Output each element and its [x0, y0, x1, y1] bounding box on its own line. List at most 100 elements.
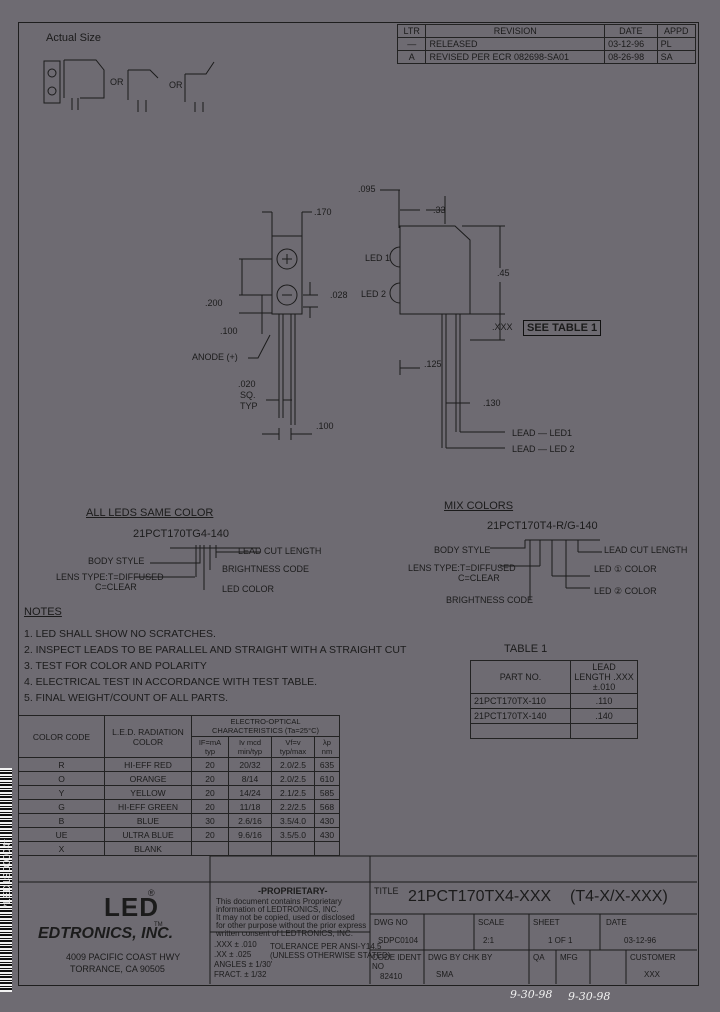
dim-045: .45: [497, 268, 510, 278]
proprietary-line: It may not be copied, used or disclosed: [216, 913, 355, 922]
rev-header: APPD: [656, 24, 697, 38]
sheet-label: SHEET: [533, 918, 560, 927]
sheet: 1 OF 1: [548, 936, 573, 945]
mix-lens-type: LENS TYPE:T=DIFFUSED: [408, 563, 516, 573]
dim-033: .33: [433, 205, 446, 215]
color-table-cell: X: [18, 841, 105, 856]
dim-170: .170: [314, 207, 332, 217]
color-table-cell: 610: [314, 771, 340, 786]
note-item: 3. TEST FOR COLOR AND POLARITY: [24, 660, 207, 672]
or-label-2: OR: [169, 80, 183, 90]
mix-colors-part: 21PCT170T4-R/G-140: [487, 520, 598, 532]
same-body-style: BODY STYLE: [88, 556, 145, 566]
code-ident-label: CODE IDENT NO: [372, 953, 422, 971]
color-table-cell: 568: [314, 799, 340, 814]
color-table-cell: 2.0/2.5: [271, 757, 315, 772]
ct-header-lp: λp nm: [314, 736, 340, 758]
rev-header: DATE: [604, 24, 658, 38]
rev-cell: —: [396, 37, 427, 51]
rev-cell: RELEASED: [425, 37, 606, 51]
color-table-cell: 430: [314, 813, 340, 828]
mix-colors-title: MIX COLORS: [444, 500, 514, 512]
led2-label: LED 2: [361, 289, 387, 299]
proprietary-line: written consent of LEDTRONICS, INC.: [216, 929, 353, 938]
dim-100a: .100: [220, 326, 238, 336]
drawing-title-alt: (T4-X/X-XXX): [570, 888, 668, 905]
title-label: TITLE: [374, 886, 399, 896]
color-table-cell: 430: [314, 827, 340, 842]
same-led-color: LED COLOR: [222, 584, 275, 594]
table1-cell: 21PCT170TX-110: [470, 693, 571, 709]
table1-title: TABLE 1: [504, 643, 548, 655]
rev-header: LTR: [396, 24, 427, 38]
mix-brightness: BRIGHTNESS CODE: [446, 595, 534, 605]
barcode: [0, 768, 12, 992]
ct-header-iv: Iv mcd min/typ: [228, 736, 272, 758]
color-table-cell: 635: [314, 757, 340, 772]
color-table-cell: G: [18, 799, 105, 814]
color-table-cell: 20/32: [228, 757, 272, 772]
rev-cell: REVISED PER ECR 082698-SA01: [425, 50, 606, 64]
dim-028: .028: [330, 290, 348, 300]
mfg-label: MFG: [560, 953, 578, 962]
tol-r2: (UNLESS OTHERWISE STATED): [270, 951, 391, 960]
dim-200: .200: [205, 298, 223, 308]
or-label-1: OR: [110, 77, 124, 87]
color-table-cell: 20: [191, 827, 229, 842]
note-item: 2. INSPECT LEADS TO BE PARALLEL AND STRA…: [24, 644, 407, 656]
signature-2: 9-30-98: [568, 990, 611, 1003]
company-reg: ®: [148, 888, 155, 898]
color-table-cell: [271, 841, 315, 856]
revision-table: LTR REVISION DATE APPD — RELEASED 03-12-…: [396, 24, 697, 64]
color-table-cell: 8/14: [228, 771, 272, 786]
dim-100b: .100: [316, 421, 334, 431]
color-table-cell: 20: [191, 771, 229, 786]
note-item: 4. ELECTRICAL TEST IN ACCORDANCE WITH TE…: [24, 676, 318, 688]
rev-cell: 03-12-96: [604, 37, 658, 51]
ct-header-if: IF=mA typ: [191, 736, 229, 758]
table1-cell: 21PCT170TX-140: [470, 708, 571, 724]
color-table-cell: HI-EFF RED: [104, 757, 192, 772]
code-ident: 82410: [380, 972, 403, 981]
ct-header-eo: ELECTRO-OPTICAL CHARACTERISTICS (Ta=25°C…: [191, 715, 340, 737]
mix-led1-color: LED ① COLOR: [594, 564, 657, 574]
proprietary-line: This document contains Proprietary: [216, 897, 342, 906]
table1-header: PART NO.: [470, 660, 571, 694]
color-table-cell: 9.6/16: [228, 827, 272, 842]
tol-l4: FRACT. ± 1/32: [214, 970, 267, 979]
color-table-cell: 20: [191, 757, 229, 772]
dim-typ: TYP: [240, 401, 258, 411]
tol-l3: ANGLES ± 1/30': [214, 960, 273, 969]
ct-header-rad: L.E.D. RADIATION COLOR: [104, 715, 192, 758]
dwg-by-label: DWG BY CHK BY: [428, 953, 493, 962]
company-logo: LED: [104, 892, 159, 922]
color-table-cell: 2.0/2.5: [271, 771, 315, 786]
proprietary-line: for other purpose without the prior expr…: [216, 921, 367, 930]
customer: XXX: [644, 970, 661, 979]
mix-body-style: BODY STYLE: [434, 545, 491, 555]
table1: PART NO. LEAD LENGTH .XXX ±.010 21PCT170…: [470, 660, 638, 739]
color-table-cell: ULTRA BLUE: [104, 827, 192, 842]
rev-cell: A: [396, 50, 427, 64]
rev-cell: SA: [656, 50, 697, 64]
dim-sq: SQ.: [240, 390, 256, 400]
date: 03-12-96: [624, 936, 657, 945]
dwg-no-label: DWG NO: [374, 918, 408, 927]
lead-led2-label: LEAD — LED 2: [512, 444, 575, 454]
color-table-cell: UE: [18, 827, 105, 842]
color-table-cell: ORANGE: [104, 771, 192, 786]
ct-header-code: COLOR CODE: [18, 715, 105, 758]
color-table-cell: 30: [191, 813, 229, 828]
color-table-cell: R: [18, 757, 105, 772]
rev-header: REVISION: [425, 24, 606, 38]
dwg-by: SMA: [436, 970, 454, 979]
dim-xxx: .XXX: [492, 322, 513, 332]
color-table-cell: 2.1/2.5: [271, 785, 315, 800]
